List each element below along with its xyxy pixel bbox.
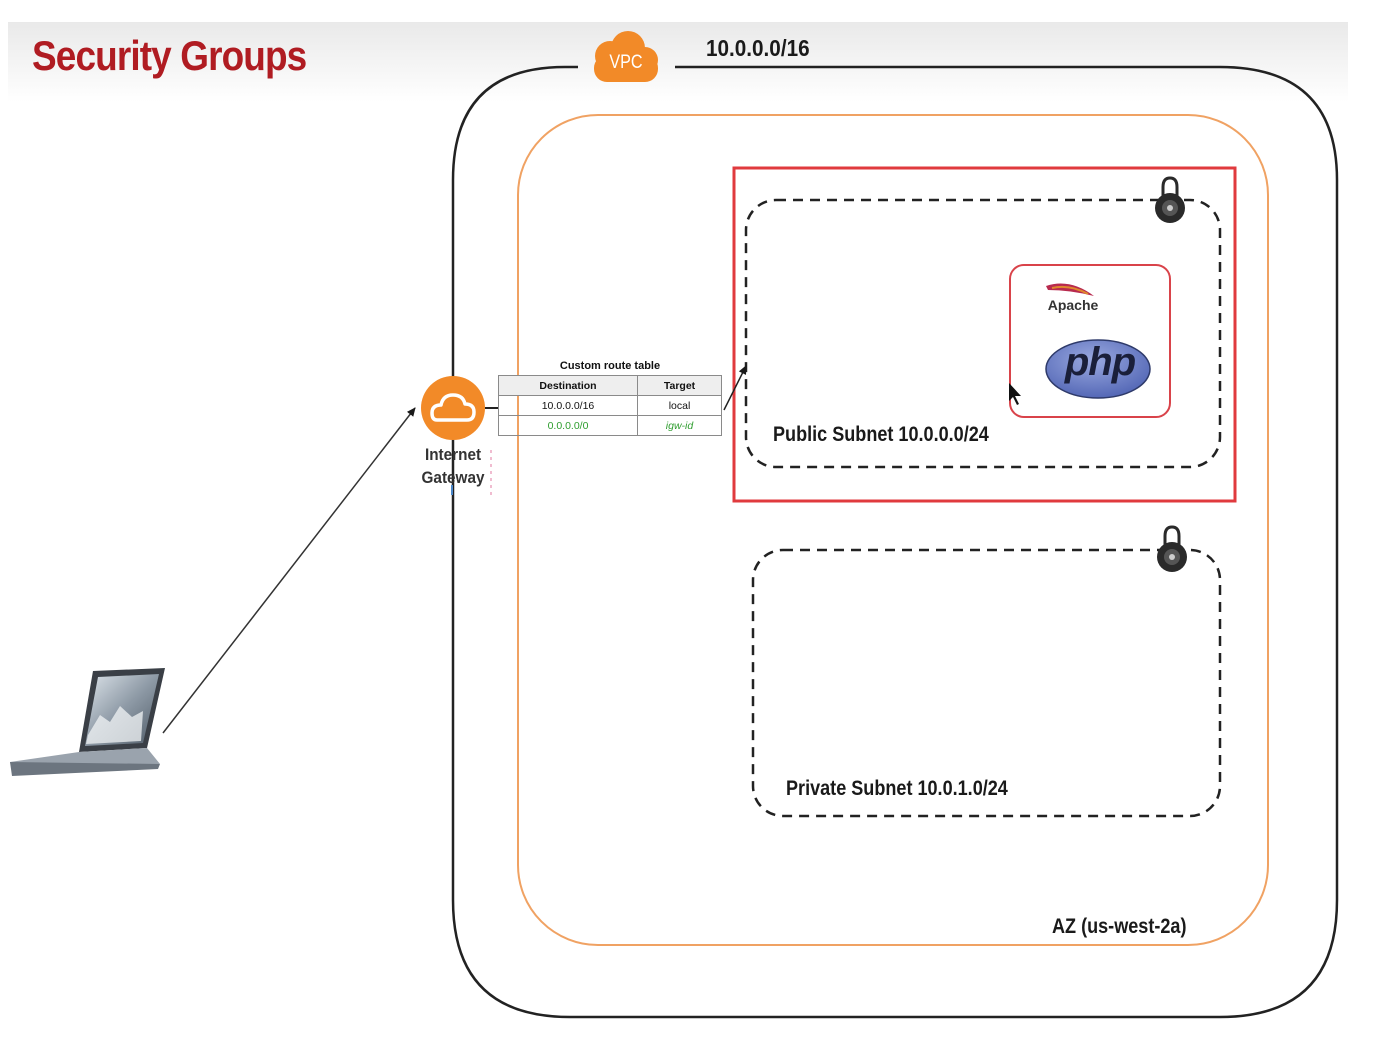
security-lock-icon xyxy=(1157,525,1187,572)
php-logo xyxy=(1045,339,1151,399)
vpc-cidr-label: 10.0.0.0/16 xyxy=(706,35,810,61)
route-table-header-row: Destination Target xyxy=(498,375,722,396)
header-band xyxy=(8,22,1348,102)
security-lock-icon xyxy=(1155,176,1185,223)
security-group-highlight xyxy=(732,166,1237,503)
php-label: php xyxy=(1064,340,1136,384)
apache-label: Apache xyxy=(1047,297,1099,313)
route-table-row: 0.0.0.0/0 igw-id xyxy=(498,415,722,436)
route-table-grid: Destination Target 10.0.0.0/16 local 0.0… xyxy=(498,375,722,436)
route-destination: 10.0.0.0/16 xyxy=(498,395,638,416)
route-target: igw-id xyxy=(637,415,722,436)
route-destination: 0.0.0.0/0 xyxy=(498,415,638,436)
vpc-cloud-icon xyxy=(594,31,658,82)
route-table-title: Custom route table xyxy=(559,360,661,372)
laptop-icon xyxy=(10,668,165,776)
az-boundary xyxy=(517,114,1269,946)
route-subnet-arrow xyxy=(723,365,747,411)
internet-gateway-label: Internet Gateway xyxy=(421,445,485,487)
apache-feather-icon xyxy=(1046,283,1094,296)
laptop-igw-arrow xyxy=(162,407,416,734)
cursor-icon xyxy=(1009,383,1021,405)
vpc-boundary xyxy=(451,65,1339,1019)
route-table-header-destination: Destination xyxy=(498,375,638,396)
route-table: Custom route table Destination Target 10… xyxy=(498,360,722,436)
route-table-header-target: Target xyxy=(637,375,722,396)
public-subnet-label: Public Subnet 10.0.0.0/24 xyxy=(773,423,989,446)
vpc-badge-label: VPC xyxy=(609,52,643,73)
route-target: local xyxy=(637,395,722,416)
availability-zone-label: AZ (us-west-2a) xyxy=(1052,915,1187,938)
page-title: Security Groups xyxy=(32,32,307,79)
public-subnet-boundary xyxy=(744,198,1222,469)
internet-gateway-icon xyxy=(421,376,485,440)
private-subnet-boundary xyxy=(751,548,1222,818)
route-table-row: 10.0.0.0/16 local xyxy=(498,395,722,416)
private-subnet-label: Private Subnet 10.0.1.0/24 xyxy=(786,777,1008,800)
